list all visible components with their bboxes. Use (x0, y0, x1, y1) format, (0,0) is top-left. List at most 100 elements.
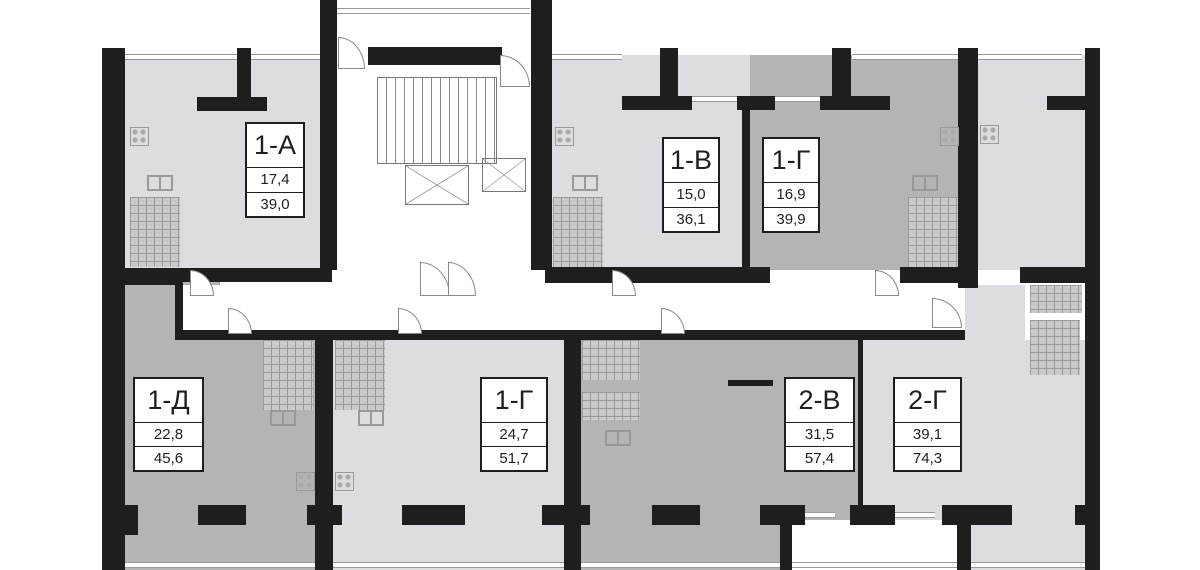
sink-icon (358, 410, 384, 426)
stove-icon (335, 472, 354, 491)
apartment-code: 1-Д (135, 379, 202, 423)
wall (123, 505, 138, 535)
bathroom-tiles (908, 197, 958, 267)
window (692, 96, 737, 102)
stove-icon (980, 125, 999, 144)
wall (1047, 96, 1087, 110)
door[interactable] (500, 55, 530, 87)
wall (858, 338, 863, 508)
bathroom-tiles (335, 340, 385, 410)
wall (307, 505, 342, 525)
wall (850, 505, 895, 525)
bathroom-tiles (553, 197, 603, 267)
total-area: 39,9 (776, 210, 806, 228)
wall (942, 505, 1012, 525)
unit-2g-hall (965, 285, 1025, 380)
wall (531, 0, 552, 270)
stove-icon (555, 127, 574, 146)
living-area: 31,5 (786, 423, 853, 447)
stove-icon (940, 127, 959, 146)
total-area: 74,3 (912, 449, 943, 467)
window (552, 54, 622, 60)
bathroom-tiles (263, 340, 313, 410)
door[interactable] (875, 270, 899, 296)
sink-icon (605, 430, 631, 446)
wall (402, 505, 465, 525)
wall (125, 280, 175, 285)
wall (198, 505, 246, 525)
living-area: 22,8 (135, 423, 202, 447)
entrance-door[interactable] (420, 262, 450, 296)
wall (197, 97, 267, 111)
apartment-label-2v[interactable]: 2-В 31,5 57,4 (784, 377, 855, 472)
apartment-code: 1-Г (764, 139, 818, 184)
wall (957, 515, 971, 570)
window (125, 54, 320, 60)
living-area: 15,0 (664, 183, 718, 208)
apartment-label-1d[interactable]: 1-Д 22,8 45,6 (133, 377, 204, 472)
entrance-door[interactable] (448, 262, 476, 296)
wall (542, 505, 590, 525)
wall (368, 47, 502, 65)
wall (728, 380, 773, 386)
bathroom-tiles (1030, 285, 1082, 313)
apartment-code: 1-Г (482, 379, 546, 423)
wall (125, 268, 332, 282)
bathroom-tiles (1030, 320, 1080, 375)
wall (175, 280, 183, 335)
wall (320, 0, 337, 270)
sink-icon (147, 175, 173, 191)
sink-icon (270, 410, 296, 426)
wall (1085, 48, 1100, 570)
apartment-label-2g[interactable]: 2-Г 39,1 74,3 (893, 377, 962, 472)
living-area: 39,1 (895, 423, 960, 447)
wall (622, 96, 692, 110)
stove-icon (296, 472, 315, 491)
wall (900, 267, 960, 283)
total-area: 57,4 (804, 449, 835, 467)
window (805, 512, 835, 518)
bathroom-tiles (582, 340, 640, 380)
apartment-code: 1-В (664, 139, 718, 184)
window (337, 8, 530, 14)
window (775, 96, 820, 102)
wall (820, 96, 890, 110)
total-area: 39,0 (260, 195, 290, 213)
wall (1020, 267, 1085, 283)
wall (102, 48, 125, 570)
wall (742, 105, 750, 270)
wall (545, 267, 770, 283)
corridor (175, 285, 965, 335)
staircase (377, 77, 497, 164)
unit-2g-upper-area[interactable] (960, 55, 1085, 270)
apartment-label-1g-top[interactable]: 1-Г 16,9 39,9 (762, 137, 820, 233)
door[interactable] (338, 37, 365, 69)
window (125, 562, 1085, 568)
stove-icon (130, 127, 149, 146)
bathroom-tiles (582, 392, 640, 420)
total-area: 51,7 (499, 449, 529, 467)
living-area: 16,9 (764, 183, 818, 208)
apartment-label-1a[interactable]: 1-А 17,4 39,0 (245, 122, 305, 218)
apartment-label-1v[interactable]: 1-В 15,0 36,1 (662, 137, 720, 233)
total-area: 36,1 (676, 210, 706, 228)
apartment-label-1g-bottom[interactable]: 1-Г 24,7 51,7 (480, 377, 548, 472)
apartment-code: 1-А (247, 124, 303, 169)
exterior-notch (790, 520, 960, 570)
bathroom-tiles (130, 197, 180, 267)
living-area: 17,4 (247, 168, 303, 193)
sink-icon (572, 175, 598, 191)
wall (660, 48, 678, 103)
wall (832, 48, 851, 103)
apartment-code: 2-Г (895, 379, 960, 423)
apartment-code: 2-В (786, 379, 853, 423)
wall (564, 335, 581, 570)
living-area: 24,7 (482, 423, 546, 447)
elevator (405, 165, 469, 205)
wall (315, 335, 333, 570)
wall (237, 48, 251, 108)
wall (1075, 505, 1087, 525)
sink-icon (912, 175, 938, 191)
wall (958, 48, 978, 288)
